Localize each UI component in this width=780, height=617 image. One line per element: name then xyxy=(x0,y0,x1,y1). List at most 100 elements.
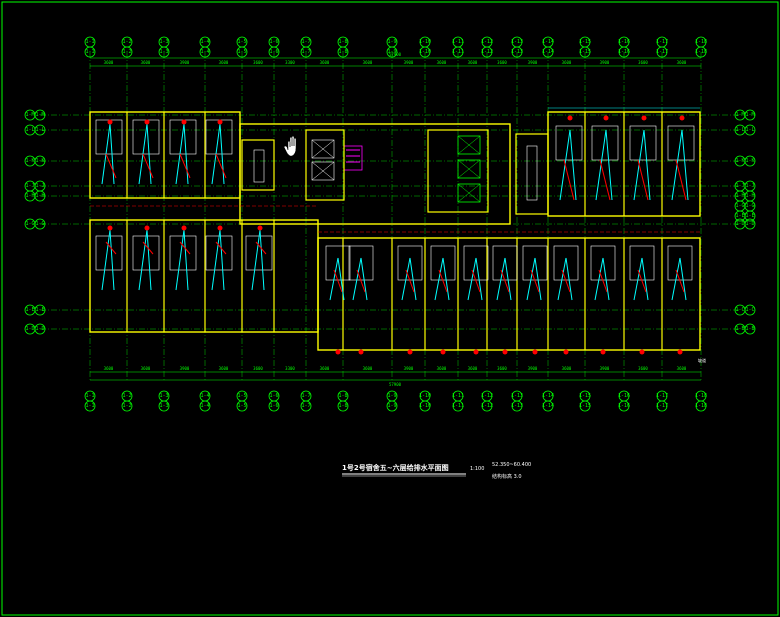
axis-bubble-bottom-label: 1-9 xyxy=(387,393,396,399)
axis-bubble-bottom-label: 1-17 xyxy=(656,393,668,399)
axis-bubble-left-label: 1-G xyxy=(25,221,34,227)
axis-bubble-top-lower xyxy=(84,46,96,58)
axis-bubble-bottom-label: 1-16 xyxy=(618,393,630,399)
axis-bubble-bottom-lower-label: 1-9 xyxy=(387,403,396,409)
axis-bubble-top-lower xyxy=(656,46,668,58)
pipe-run xyxy=(259,229,265,291)
axis-bubble-right-outer-label: 1-J xyxy=(745,183,754,189)
axis-bubble-top-lower-label: 1-15 xyxy=(579,49,591,55)
west-wing-south xyxy=(89,219,319,333)
pipe-run xyxy=(471,269,481,293)
pipe-riser xyxy=(257,225,263,231)
pipe-run xyxy=(215,153,227,179)
bathroom-pod xyxy=(397,245,423,281)
axis-bubble-top-lower-label: 1-5 xyxy=(237,49,246,55)
pipe-run xyxy=(183,123,189,185)
pipe-run xyxy=(109,229,115,291)
axis-bubble-bottom-lower-label: 1-16 xyxy=(618,403,630,409)
dim-text-bottom: 3600 xyxy=(219,366,229,371)
axis-bubble-top-label: 1-2 xyxy=(122,39,131,45)
axis-bubble-bottom-lower-label: 1-17 xyxy=(656,403,668,409)
axis-bubble-left-inner-label: 1-H xyxy=(35,193,44,199)
pipe-run xyxy=(563,159,575,201)
dim-text-top: 3900 xyxy=(404,60,414,65)
axis-bubble-top-lower-label: 1-14 xyxy=(542,49,554,55)
drawing-scale: 1:100 xyxy=(470,466,484,472)
dim-text-bottom: 3600 xyxy=(638,366,648,371)
stair-west xyxy=(241,139,275,191)
axis-bubble-top-label: 1-12 xyxy=(481,39,493,45)
dim-text-top: 3600 xyxy=(320,60,330,65)
pipe-riser xyxy=(563,349,569,355)
bathroom-pod xyxy=(629,125,657,161)
dim-text-bottom: 3600 xyxy=(141,366,151,371)
axis-bubble-bottom-lower xyxy=(511,400,523,412)
pipe-run xyxy=(565,257,573,301)
pipe-run xyxy=(175,229,185,291)
axis-bubble-bottom-lower-label: 1-12 xyxy=(481,403,493,409)
pipe-run xyxy=(215,241,227,255)
pipe-run xyxy=(219,123,225,185)
axis-bubble-right-label: 1-M xyxy=(735,112,744,118)
drawing-title: 1号2号宿舍五~六层给排水平面图 xyxy=(342,463,449,472)
pipe-run xyxy=(219,229,225,291)
axis-bubble-top-label: 1-8 xyxy=(338,39,347,45)
bathroom-pod xyxy=(169,119,197,155)
pipe-riser xyxy=(603,115,609,121)
axis-bubble-top-label: 1-6 xyxy=(269,39,278,45)
axis-bubble-right-outer xyxy=(744,323,756,335)
axis-bubble-top-lower xyxy=(337,46,349,58)
axis-bubble-top-lower xyxy=(300,46,312,58)
axis-bubble-bottom-lower-label: 1-4 xyxy=(200,403,209,409)
pipe-riser xyxy=(217,225,223,231)
axis-bubble-top-lower-label: 1-11 xyxy=(452,49,464,55)
pipe-run xyxy=(496,257,506,301)
pipe-run xyxy=(526,257,536,301)
axis-bubble-right-outer-label: 1-M xyxy=(745,112,754,118)
axis-bubble-bottom-lower xyxy=(452,400,464,412)
axis-bubble-top-lower-label: 1-18 xyxy=(695,49,707,55)
axis-bubble-left-label: 1-K xyxy=(25,158,34,164)
axis-bubble-top-lower-label: 1-16 xyxy=(618,49,630,55)
axis-bubble-bottom-label: 1-5 xyxy=(237,393,246,399)
pipe-riser xyxy=(358,349,364,355)
bathroom-pod xyxy=(522,245,548,281)
pipe-run xyxy=(681,129,689,201)
axis-bubble-bottom-lower xyxy=(337,400,349,412)
drawing-note-2: 结构标高 3.0 xyxy=(492,473,522,480)
axis-bubble-top-lower-label: 1-6 xyxy=(269,49,278,55)
axis-bubble-bottom-lower xyxy=(579,400,591,412)
axis-bubble-top-lower-label: 1-7 xyxy=(301,49,310,55)
pipe-riser xyxy=(181,225,187,231)
bathroom-pod xyxy=(667,125,695,161)
axis-bubble-top-label: 1-1 xyxy=(85,39,94,45)
dim-text-top: 3300 xyxy=(285,60,295,65)
axis-bubble-left-label: 1-J xyxy=(25,183,34,189)
dim-text-bottom: 3900 xyxy=(404,366,414,371)
axis-bubble-left-inner xyxy=(34,109,46,121)
axis-bubble-bottom-label: 1-15 xyxy=(579,393,591,399)
axis-bubble-top-label: 1-15 xyxy=(579,39,591,45)
dim-text-top: 3600 xyxy=(562,60,572,65)
pipe-run xyxy=(598,269,608,293)
axis-bubble-left-inner-label: 1-J xyxy=(35,183,44,189)
pipe-run xyxy=(405,269,415,293)
axis-bubble-bottom-lower-label: 1-18 xyxy=(695,403,707,409)
axis-bubble-right-outer-label: 1-B xyxy=(745,326,754,332)
pipe-run xyxy=(255,241,267,255)
pipe-run xyxy=(504,257,512,301)
dim-text-top: 3600 xyxy=(437,60,447,65)
axis-bubble-right-outer-label: 1-E xyxy=(745,213,754,219)
pipe-run xyxy=(671,257,681,301)
axis-bubble-right-outer xyxy=(744,124,756,136)
pipe-run xyxy=(534,257,542,301)
axis-bubble-left-inner xyxy=(34,190,46,202)
axis-bubble-top-label: 1-13 xyxy=(511,39,523,45)
pipe-run xyxy=(251,229,261,291)
axis-bubble-top-label: 1-5 xyxy=(237,39,246,45)
pipe-run xyxy=(442,257,450,301)
pipe-run xyxy=(633,257,643,301)
dim-text-top: 3600 xyxy=(104,60,114,65)
